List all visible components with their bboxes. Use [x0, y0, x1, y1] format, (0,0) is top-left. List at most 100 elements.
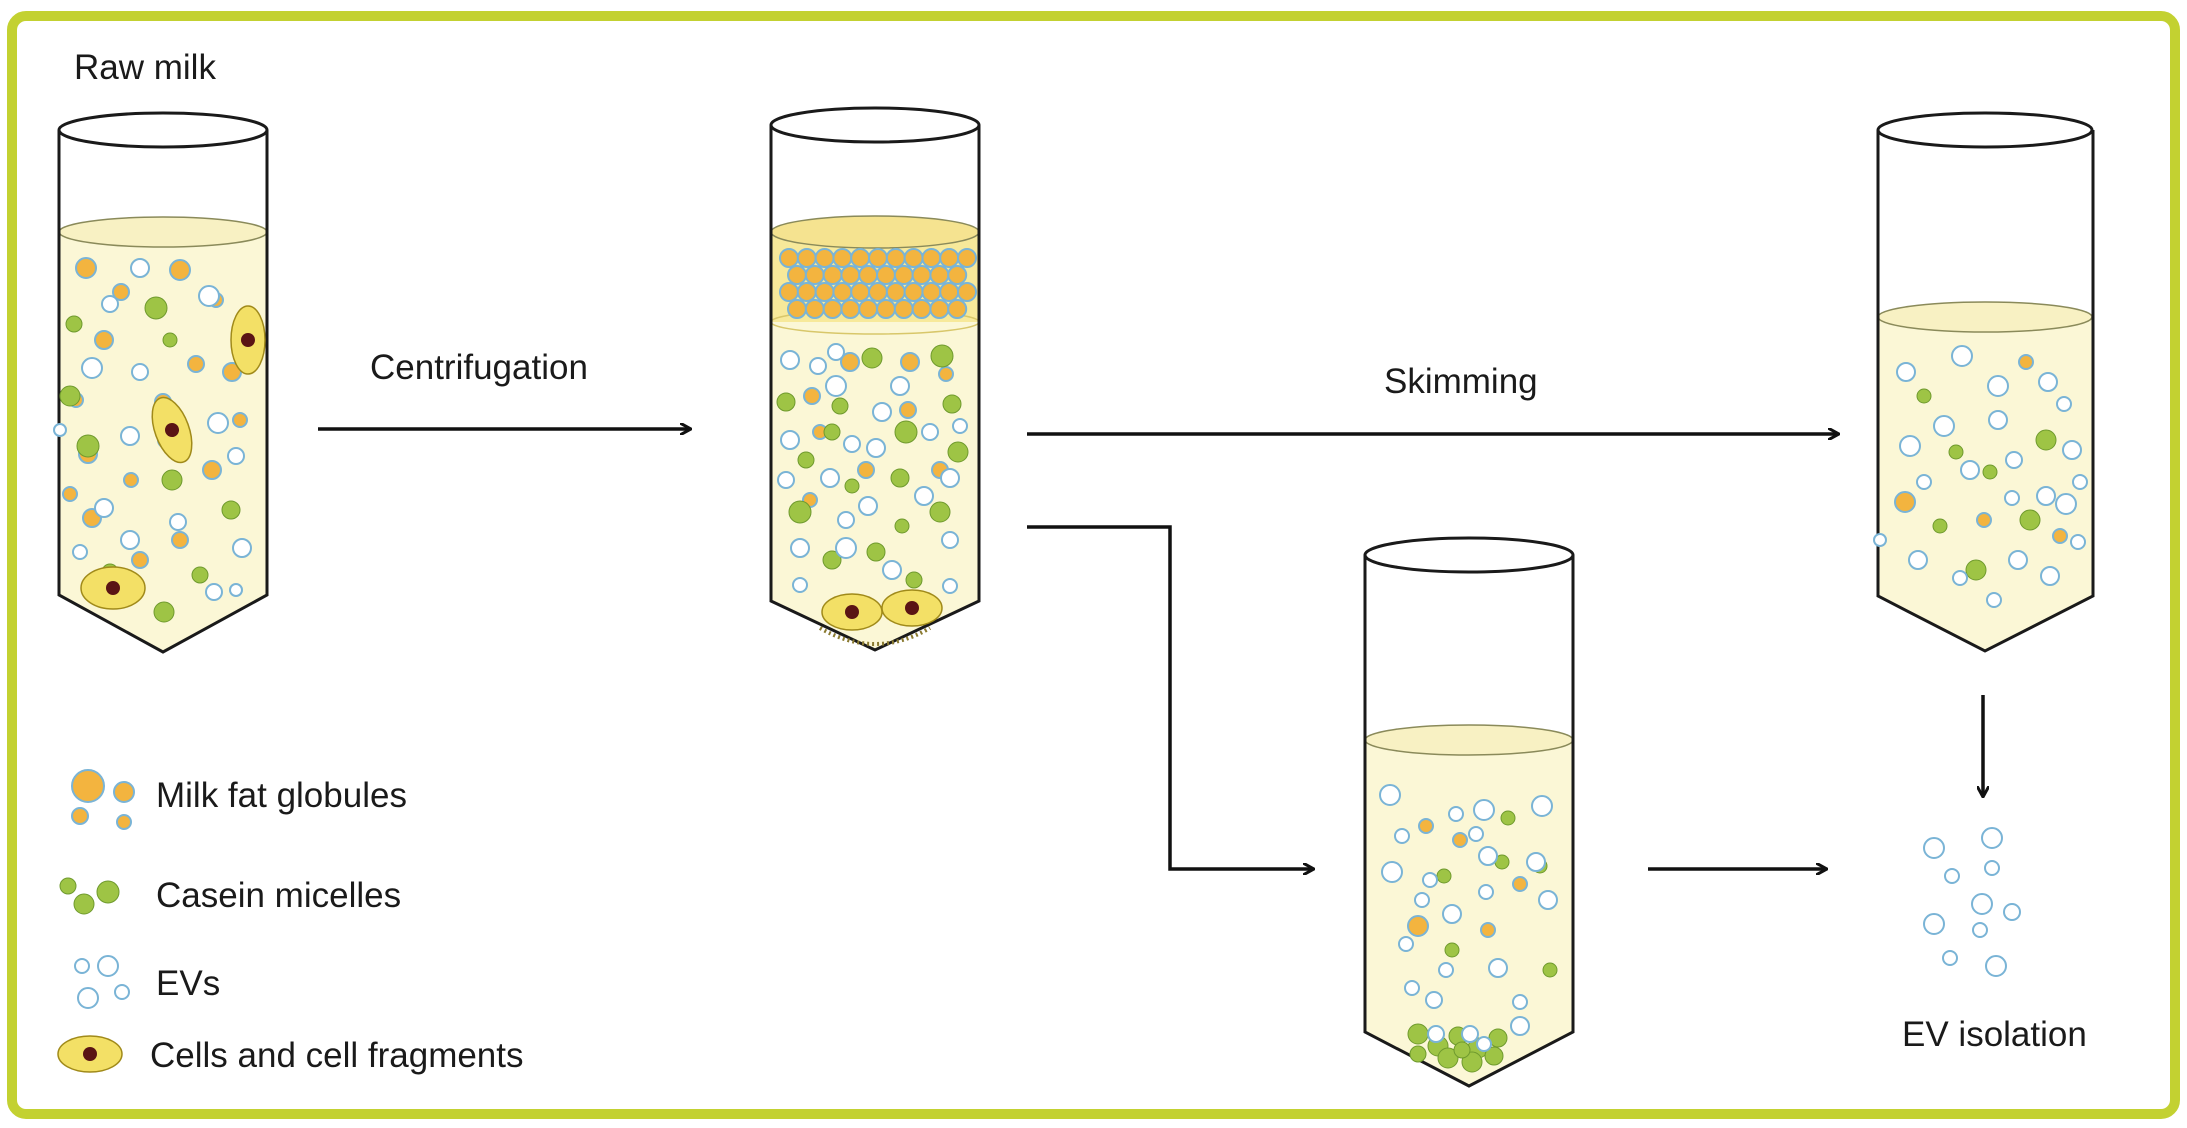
ev-particle: [858, 496, 878, 516]
ev-particle: [101, 295, 119, 313]
ev-particle: [114, 984, 130, 1000]
ev-particle: [1984, 860, 2000, 876]
fat-globule: [957, 282, 977, 302]
casein-micelle: [144, 296, 168, 320]
tube-centrifuged: [769, 106, 981, 652]
ev-particle: [792, 577, 808, 593]
ev-particle: [1923, 837, 1945, 859]
ev-particle: [227, 447, 245, 465]
tube-centrifuged-outline: [769, 125, 981, 652]
ev-particle: [777, 471, 795, 489]
fat-globule: [911, 265, 932, 285]
ev-particle: [914, 486, 934, 506]
ev-particle: [1951, 345, 1973, 367]
ev-particle: [1422, 872, 1438, 888]
ev-particle: [1510, 1016, 1530, 1036]
legend-label-cells: Cells and cell fragments: [150, 1036, 524, 1075]
casein-micelle: [59, 385, 81, 407]
fat-globule: [1418, 818, 1434, 834]
fat-globule: [787, 299, 807, 319]
casein-micelle: [1437, 1047, 1459, 1069]
ev-particle: [941, 531, 959, 549]
fat-globule: [939, 282, 960, 302]
ev-particle: [53, 423, 67, 437]
fat-globule: [804, 265, 825, 285]
ev-particle: [780, 350, 800, 370]
casein-micelle: [1484, 1046, 1504, 1066]
label-raw-milk: Raw milk: [74, 48, 216, 87]
ev-particle: [1468, 826, 1484, 842]
ev-particle: [120, 530, 140, 550]
fat-globule: [814, 282, 835, 302]
ev-particle: [843, 435, 861, 453]
ev-particle: [1398, 936, 1414, 952]
fat-globule: [2052, 528, 2068, 544]
casein-micelle: [894, 420, 918, 444]
ev-particle: [72, 544, 88, 560]
fat-globule: [803, 387, 821, 405]
casein-micelle: [59, 877, 77, 895]
tube-pellet-outline: [1363, 555, 1575, 1088]
ev-particle: [94, 498, 114, 518]
ev-particle: [1476, 1036, 1492, 1052]
casein-micelle: [96, 880, 120, 904]
fat-globule: [814, 248, 835, 268]
casein-micelle: [1916, 388, 1932, 404]
ev-particle: [120, 426, 140, 446]
ev-particle: [1942, 950, 1958, 966]
tube-pellet-rim: [1363, 536, 1575, 574]
casein-micelle: [1542, 962, 1558, 978]
casein-micelle: [153, 601, 175, 623]
casein-micelle: [191, 566, 209, 584]
casein-micelle: [1965, 559, 1987, 581]
tube-raw-milk-particles: [53, 257, 266, 623]
fat-globule: [796, 248, 817, 268]
fat-globule: [232, 412, 248, 428]
legend-label-fat-globules: Milk fat globules: [156, 776, 407, 815]
fat-globule: [840, 299, 861, 319]
fat-globule: [62, 486, 78, 502]
ev-particle: [1461, 1025, 1479, 1043]
ev-particle: [1944, 868, 1960, 884]
ev-particle: [780, 430, 800, 450]
fat-globule: [903, 282, 924, 302]
tube-raw-milk-outline: [57, 130, 269, 654]
ev-particle: [1916, 474, 1932, 490]
ev-particle: [1971, 893, 1993, 915]
ev-particle: [1899, 435, 1921, 457]
fat-globule: [947, 299, 968, 319]
ev-particle: [940, 468, 960, 488]
fat-globule: [840, 265, 861, 285]
ev-particle: [1988, 410, 2008, 430]
fat-globule: [885, 248, 906, 268]
legend-label-evs: EVs: [156, 964, 221, 1003]
casein-micelle: [930, 344, 954, 368]
ev-particle: [1379, 784, 1401, 806]
ev-particle: [1985, 955, 2007, 977]
casein-micelle: [65, 315, 83, 333]
ev-particle: [77, 987, 99, 1009]
fat-globule: [131, 551, 149, 569]
casein-micelle: [831, 397, 849, 415]
ev-particle: [1526, 852, 1546, 872]
ev-particle: [1381, 861, 1403, 883]
fat-globule: [858, 265, 879, 285]
tube-centrifuged-surface: [770, 215, 980, 249]
tube-pellet-surface: [1364, 724, 1574, 756]
fat-globule: [858, 299, 879, 319]
tube-raw-milk: [53, 111, 269, 654]
ev-particle: [872, 402, 892, 422]
fat-globule: [957, 248, 977, 268]
ev-particle: [820, 468, 840, 488]
fat-globule: [868, 248, 888, 268]
fat-globule: [123, 472, 139, 488]
ev-particle: [1438, 962, 1454, 978]
fat-globule: [876, 265, 896, 285]
tube-skimmed-rim: [1876, 111, 2094, 149]
casein-micelle: [2019, 509, 2041, 531]
cell-fragment: [230, 305, 266, 375]
fat-globule: [94, 330, 114, 350]
cell-fragment: [151, 396, 193, 464]
fat-globule: [868, 282, 888, 302]
